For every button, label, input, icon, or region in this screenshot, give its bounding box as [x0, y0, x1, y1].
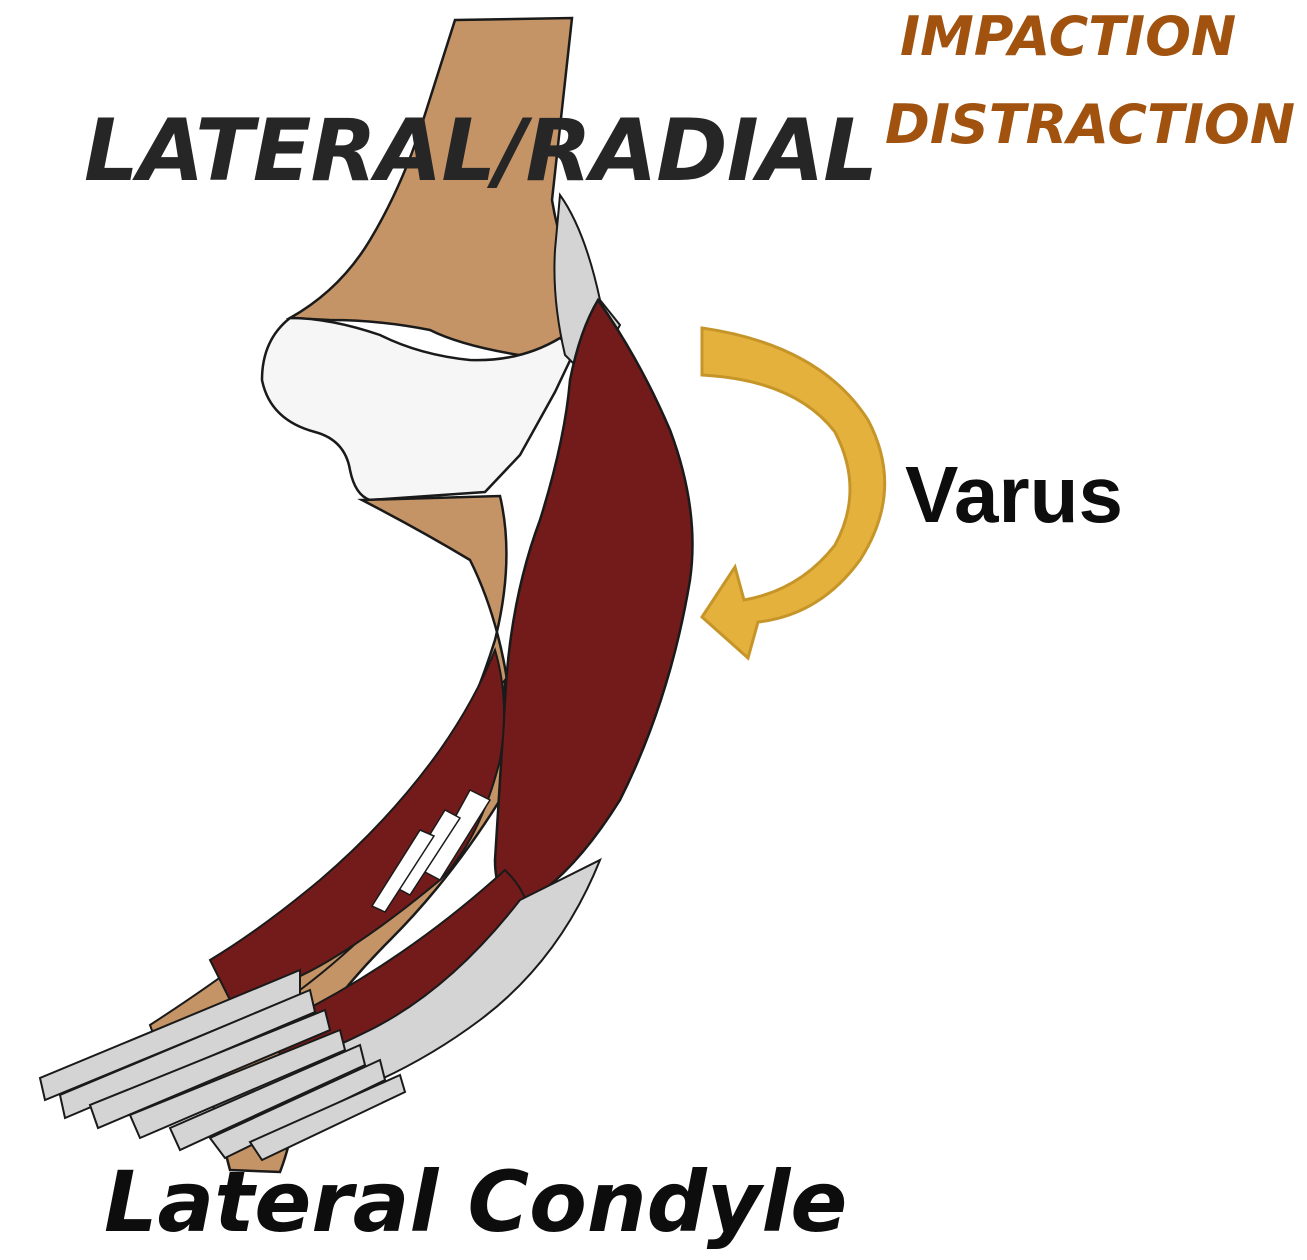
structure-label-lateral-condyle: Lateral Condyle	[104, 1160, 847, 1244]
force-label-impaction: IMPACTION	[900, 10, 1236, 64]
curved-varus-arrow	[702, 328, 885, 658]
motion-label-varus: Varus	[905, 455, 1123, 535]
region-title: LATERAL/RADIAL	[84, 108, 877, 194]
force-label-distraction: DISTRACTION	[885, 98, 1295, 152]
